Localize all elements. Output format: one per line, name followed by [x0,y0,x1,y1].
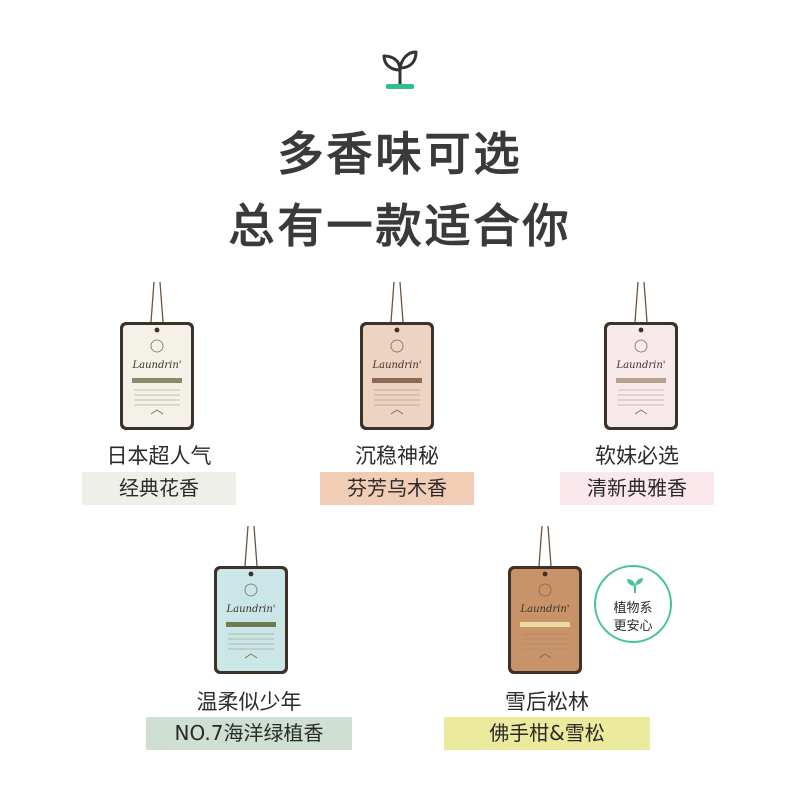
svg-text:Laundrin': Laundrin' [225,604,275,615]
product-card-4[interactable]: Laundrin' [212,526,290,676]
product-label-1: 日本超人气 [106,444,212,468]
air-freshener-card-icon: Laundrin' [360,282,434,430]
product-card-2[interactable]: Laundrin' [358,282,436,432]
badge-line2: 更安心 [613,619,653,634]
air-freshener-card-icon: Laundrin' [214,526,288,674]
svg-text:Laundrin': Laundrin' [519,604,569,615]
svg-text:Laundrin': Laundrin' [615,360,665,371]
product-card-1[interactable]: Laundrin' [118,282,196,432]
air-freshener-card-icon: Laundrin' [604,282,678,430]
svg-text:Laundrin': Laundrin' [371,360,421,371]
scent-pill-1: 经典花香 [82,472,236,505]
scent-pill-5: 佛手柑&雪松 [444,717,650,750]
page-title-line2: 总有一款适合你 [228,199,572,253]
scent-pill-2: 芬芳乌木香 [320,472,474,505]
sprout-icon [382,50,418,89]
scent-pill-3: 清新典雅香 [560,472,714,505]
air-freshener-card-icon: Laundrin' [508,526,582,674]
badge-line1: 植物系 [613,601,653,616]
product-label-3: 软妹必选 [595,444,679,468]
air-freshener-card-icon: Laundrin' [120,282,194,430]
product-card-5[interactable]: Laundrin' [506,526,584,676]
product-label-2: 沉稳神秘 [355,444,439,468]
botanical-badge: 植物系 更安心 [594,565,672,643]
leaf-icon [627,578,643,593]
product-label-4: 温柔似少年 [196,690,302,714]
page-title-line1: 多香味可选 [277,127,523,181]
product-card-3[interactable]: Laundrin' [602,282,680,432]
svg-text:Laundrin': Laundrin' [131,360,181,371]
scent-pill-4: NO.7海洋绿植香 [146,717,352,750]
product-label-5: 雪后松林 [505,690,589,714]
